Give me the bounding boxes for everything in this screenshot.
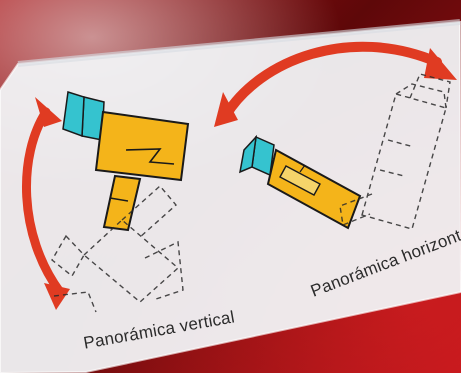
vertical-camcorder-ghost: [51, 184, 184, 313]
vertical-camcorder-icon: [62, 91, 190, 232]
vertical-arrow-icon: [22, 97, 70, 310]
horizontal-camcorder-icon: [239, 134, 362, 230]
info-card: [0, 19, 461, 373]
horizontal-camcorder-ghost: [339, 73, 451, 230]
horizontal-arrow-icon: [214, 41, 457, 127]
